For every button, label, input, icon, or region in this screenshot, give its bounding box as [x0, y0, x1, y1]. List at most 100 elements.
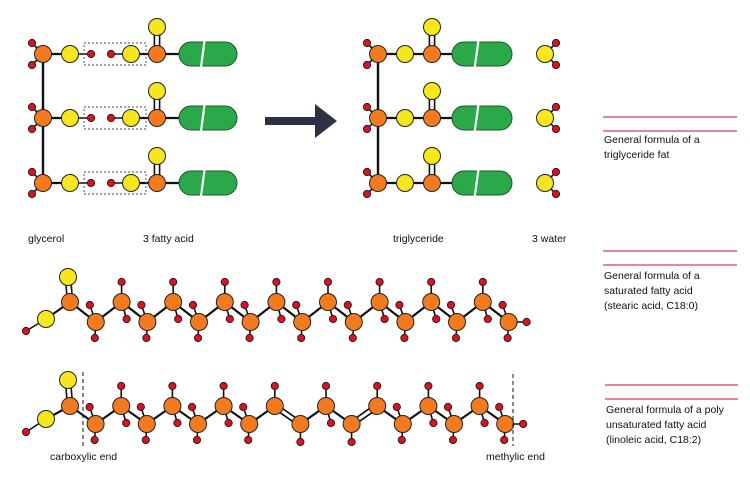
carbon-atom [61, 397, 79, 415]
oxygen-atom [122, 109, 140, 127]
hydrogen-atom [328, 314, 338, 324]
carbon-atom [369, 109, 387, 127]
hydrocarbon-chain [451, 105, 513, 131]
carbon-atom [342, 415, 361, 433]
hydrogen-atom [245, 333, 254, 343]
carbon-atom [470, 397, 489, 415]
hydrogen-atom [90, 333, 99, 343]
water-group-box [83, 171, 147, 195]
water-group-box [83, 42, 147, 66]
hydrogen-atom [220, 277, 229, 287]
hydrogen-atom [503, 333, 512, 343]
hydrogen-atom [224, 418, 233, 428]
carbon-atom [148, 174, 166, 192]
hydrogen-atom [27, 60, 37, 70]
hydrogen-atom [424, 381, 433, 391]
carbon-atom [368, 397, 387, 415]
carbon-atom [423, 109, 441, 127]
hydrogen-atom [27, 167, 37, 177]
oxygen-atom [148, 147, 166, 165]
atoms-layer [21, 18, 561, 447]
hydrogen-atom [86, 113, 96, 123]
hydrogen-atom [348, 333, 357, 343]
hydrogen-atom [347, 437, 356, 447]
hydrogen-atom [498, 300, 507, 310]
chain-break-mark [473, 104, 480, 132]
carbon-atom [293, 313, 312, 331]
hydrogen-atom [106, 178, 116, 188]
hydrogen-atom [239, 402, 248, 412]
hydrogen-atom [397, 435, 406, 445]
hydrogen-atom [427, 277, 436, 287]
hydrogen-atom [122, 418, 131, 428]
chain-break-mark [473, 169, 480, 197]
oxygen-atom [148, 18, 166, 36]
carbon-atom [190, 313, 208, 331]
hydrogen-atom [90, 435, 99, 445]
carbon-atom [86, 415, 105, 433]
hydrogen-atom [117, 277, 126, 287]
carbon-atom [265, 397, 284, 415]
carbon-atom [163, 397, 182, 415]
carbon-atom [61, 293, 79, 311]
chain-break-mark [473, 40, 480, 68]
hydrogen-atom [362, 167, 372, 177]
oxygen-atom [536, 174, 554, 192]
oxygen-atom [122, 45, 140, 63]
carbon-atom [319, 293, 337, 311]
carbon-atom [164, 293, 183, 311]
hydrogen-atom [429, 418, 438, 428]
hydrogen-atom [522, 317, 531, 327]
carbon-atom [496, 415, 515, 433]
bonds-layer [25, 27, 557, 443]
extras-layer [82, 40, 738, 446]
hydrogen-atom [495, 402, 504, 412]
carbon-atom [241, 313, 260, 331]
hydrogen-atom [86, 178, 96, 188]
label-triglyceride: triglyceride [393, 233, 444, 245]
hydrogen-atom [323, 277, 333, 287]
carbon-atom [473, 293, 492, 311]
hydrogen-atom [188, 300, 198, 310]
hydrogen-atom [395, 300, 404, 310]
hydrogen-atom [500, 435, 509, 445]
water-group-box [83, 106, 147, 130]
oxygen-atom [61, 174, 79, 192]
hydrogen-atom [193, 333, 203, 343]
carbon-atom [423, 174, 441, 192]
hydrogen-atom [142, 333, 151, 343]
carbon-atom [370, 293, 389, 311]
hydrogen-atom [85, 300, 94, 310]
carbon-atom [112, 397, 131, 415]
hydrogen-atom [219, 381, 228, 391]
hydrogen-atom [27, 124, 37, 134]
hydrogen-atom [400, 333, 409, 343]
caption-triglyceride: General formula of a triglyceride fat [604, 133, 700, 163]
label-carboxylic-end: carboxylic end [50, 451, 118, 463]
carbon-atom [422, 293, 441, 311]
hydrogen-atom [168, 381, 177, 391]
hydrogen-atom [362, 102, 372, 112]
hydrogen-atom [272, 277, 281, 287]
hydrogen-atom [362, 124, 372, 134]
hydrogen-atom [392, 402, 401, 412]
hydrogen-atom [446, 300, 456, 310]
hydrogen-atom [86, 49, 96, 59]
label-water: 3 water [532, 233, 567, 245]
hydrogen-atom [551, 60, 561, 70]
label-glycerol: glycerol [28, 233, 65, 245]
caption-unsaturated: General formula of a poly unsaturated fa… [606, 403, 724, 448]
caption-line: General formula of a poly [606, 404, 724, 416]
caption-saturated: General formula of a saturated fatty aci… [604, 269, 700, 314]
hydrogen-atom [551, 189, 561, 199]
hydrogen-atom [380, 314, 389, 324]
carbon-atom [393, 415, 412, 433]
carbon-atom [137, 415, 156, 433]
hydrogen-atom [27, 102, 37, 112]
oxygen-atom [59, 371, 77, 389]
carbon-atom [189, 415, 207, 433]
oxygen-atom [59, 268, 77, 286]
carbon-atom [499, 313, 518, 331]
oxygen-atom [396, 174, 414, 192]
hydrogen-atom [551, 102, 561, 112]
